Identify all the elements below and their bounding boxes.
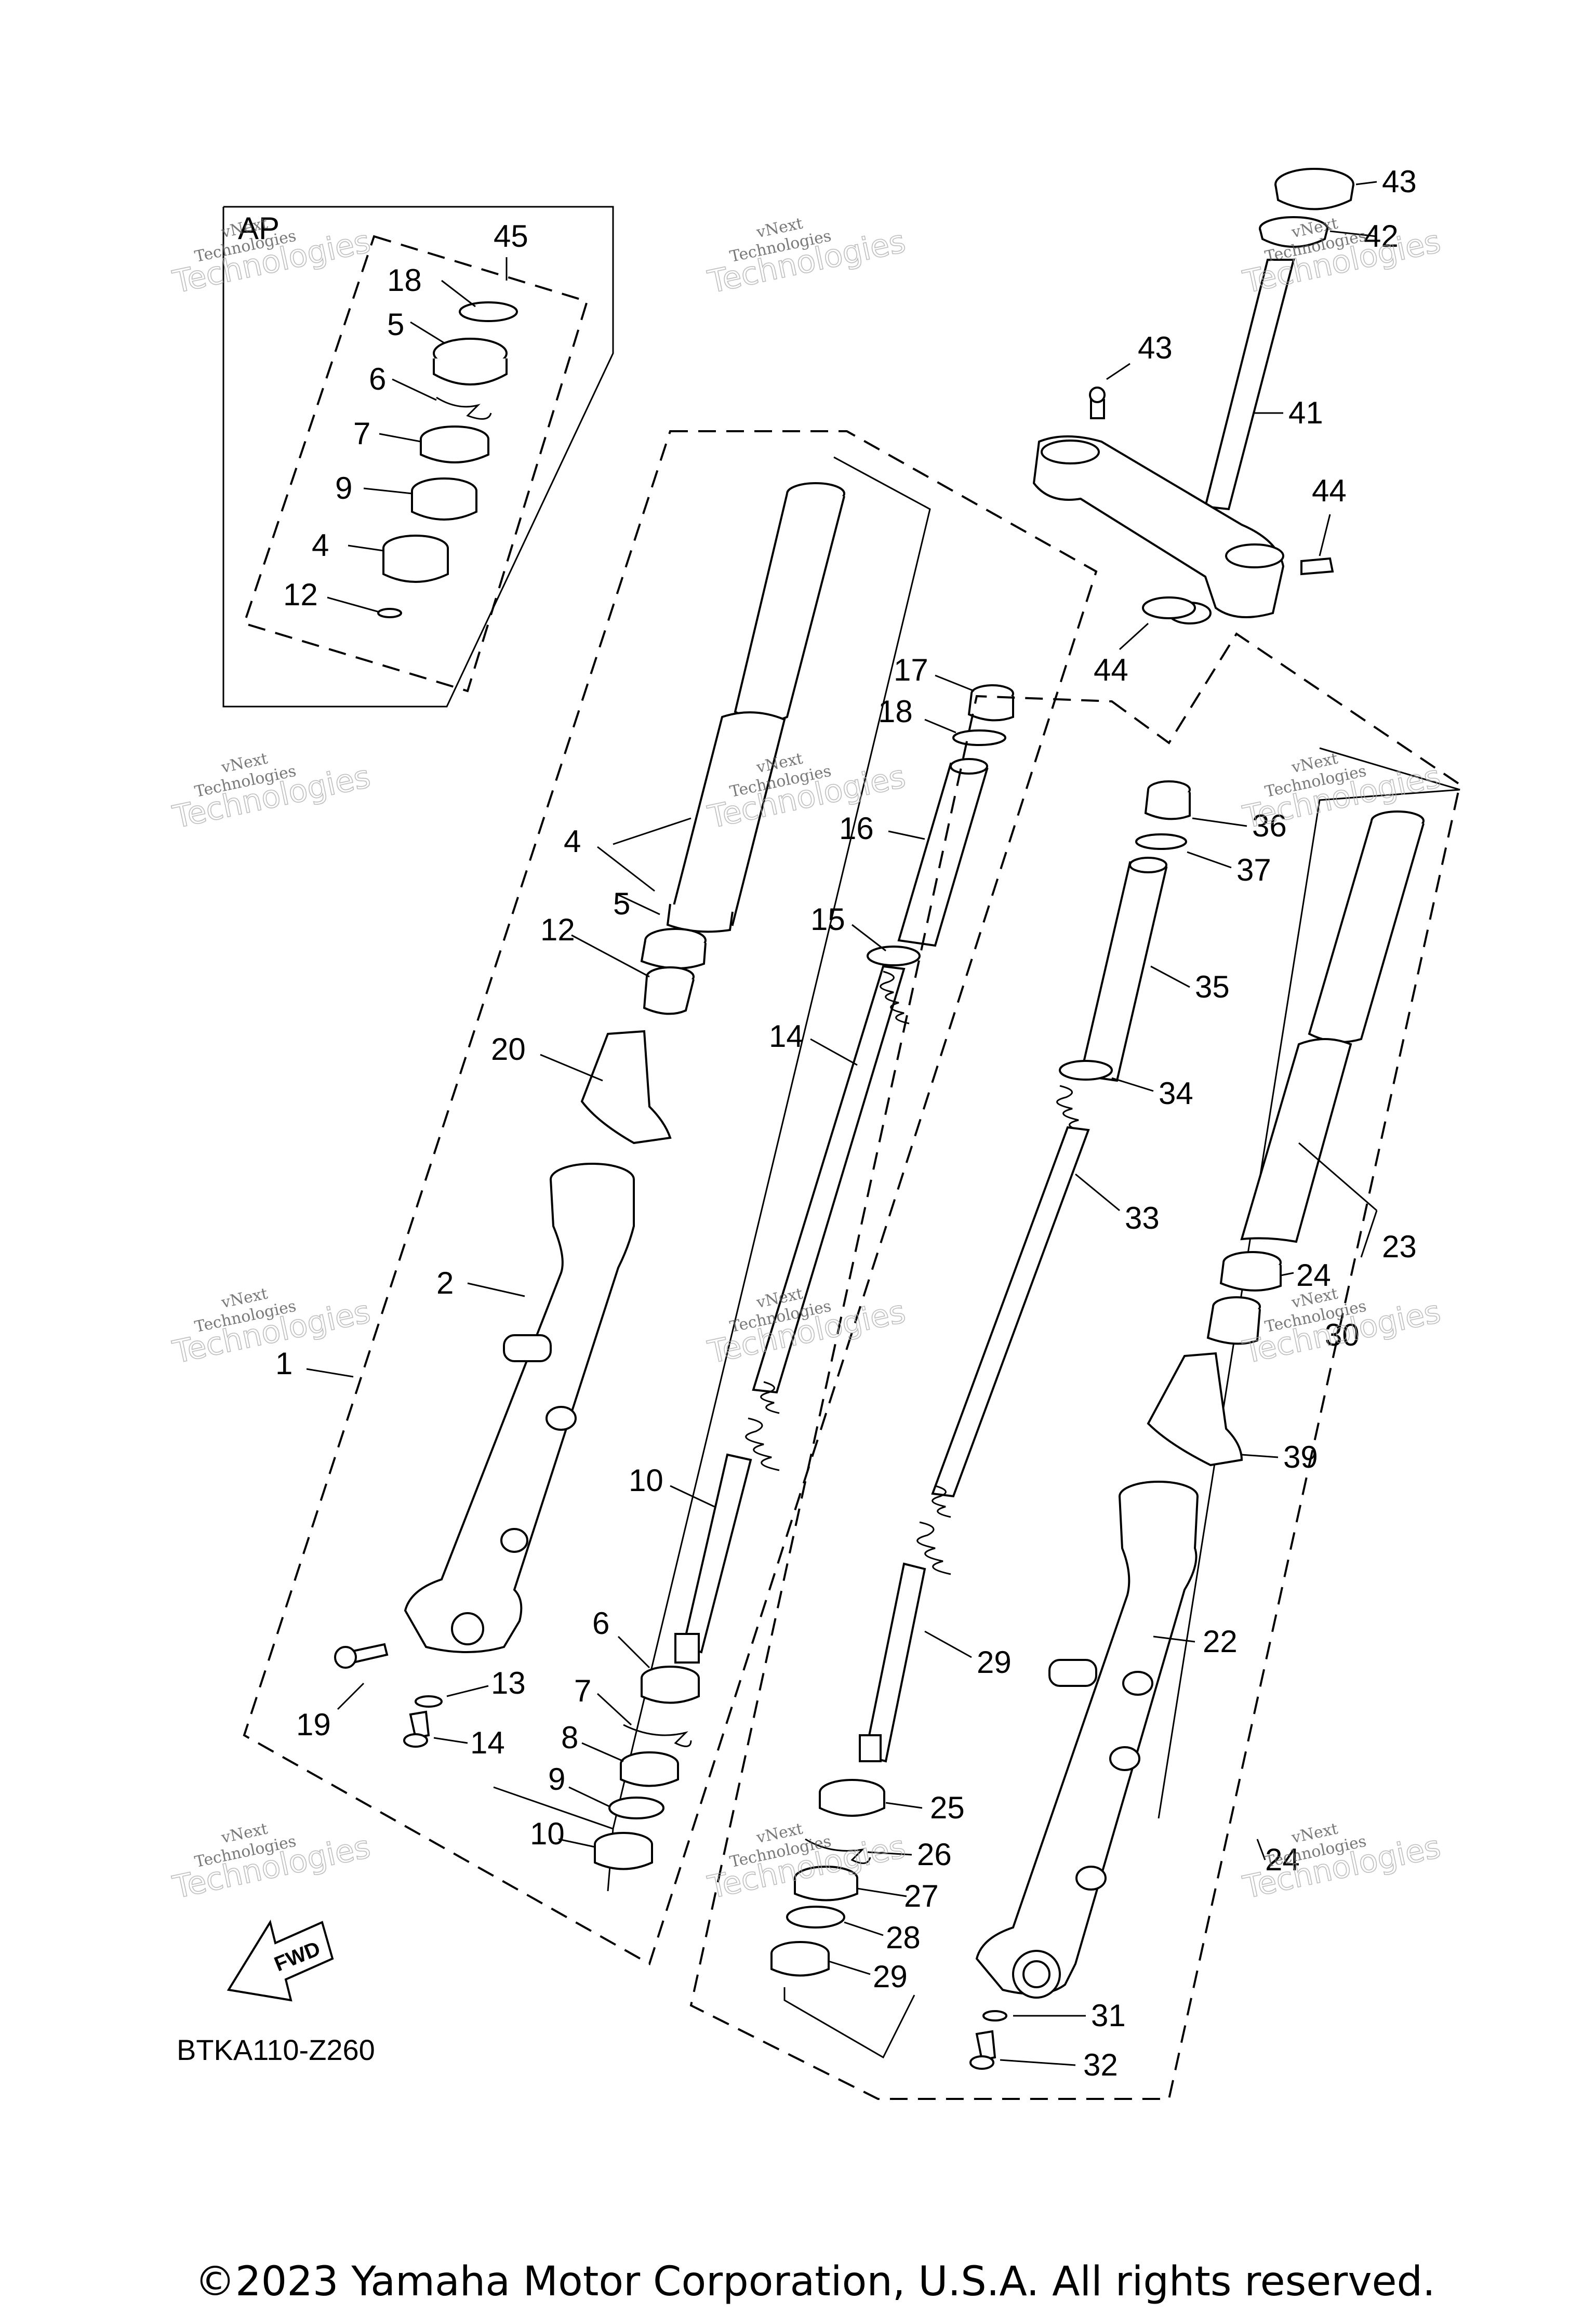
callout-40: 41 [1288,395,1323,430]
callout-16: 16 [839,811,874,846]
o-ring-part [459,301,518,322]
callout-41: 42 [1364,219,1399,254]
callout-35: 34 [1159,1076,1193,1111]
callout-4: 4 [312,528,329,563]
callout-30: 29 [977,1645,1012,1680]
left-fork-outline [243,430,1098,1965]
slide-bushing-body [382,548,449,583]
washer-body [420,439,489,463]
fork-guard-left [580,1030,672,1145]
drain-bolt-33 [975,2030,996,2062]
left-inner-tube [640,482,845,1015]
inset-frame [222,206,614,708]
callout-44: 44 [1094,653,1128,687]
callout-43b: 44 [1312,473,1347,508]
right-outer-tube [975,1481,1199,1999]
inset-ap-group: AP 45 18 5 6 7 9 4 12 [222,206,614,708]
o-ring-18 [952,729,1006,746]
inset-dashed-outline [243,235,589,693]
callout-36: 35 [1195,969,1230,1004]
callout-7b: 8 [561,1720,578,1755]
callout-45: 45 [494,219,528,254]
callout-19: 19 [296,1707,331,1742]
callout-9: 9 [335,471,352,506]
callout-10: 10 [629,1463,663,1498]
callout-14: 14 [769,1019,804,1054]
callout-34: 33 [1125,1201,1160,1235]
left-seal-stack [594,1666,700,1870]
callout-42: 43 [1382,164,1417,199]
spacer-36 [1079,861,1168,1082]
callout-22: 22 [1203,1624,1238,1659]
left-outer-tube [404,1163,635,1653]
callout-32: 31 [1091,1998,1126,2033]
cap-44 [1142,596,1196,619]
copyright-notice: ©2023 Yamaha Motor Corporation, U.S.A. A… [195,2258,1435,2305]
damper-group-bracket [493,456,931,1830]
callout-6b: 7 [574,1673,591,1708]
callout-28: 28 [886,1920,921,1955]
callout-37: 36 [1252,808,1287,843]
callout-2: 2 [436,1266,454,1300]
callout-12: 12 [283,577,318,612]
inset-label: AP [238,211,280,246]
callout-11: 12 [540,912,575,947]
callout-39: 39 [1283,1440,1318,1474]
fork-guard-right [1147,1352,1243,1467]
callout-18b: 18 [878,694,913,729]
callout-7: 7 [353,416,370,451]
callout-18: 18 [387,263,422,298]
callout-8: 9 [548,1762,565,1797]
callout-24b: 24 [1265,1842,1300,1877]
gasket-part [377,608,402,618]
right-fork-outline [689,632,1461,2100]
right-inner-tube [1206,810,1425,1345]
callout-43: 43 [1138,330,1173,365]
bushing-body [411,491,477,521]
spring-seat-15 [867,946,921,966]
callout-4b: 5 [613,886,630,921]
oil-seal-body [433,358,508,385]
callout-29: 29 [873,1959,908,1994]
callout-27: 27 [904,1879,939,1913]
callout-33: 32 [1083,2047,1118,2082]
callout-5b: 6 [592,1606,609,1641]
callout-12b: 13 [491,1666,526,1700]
gasket-32 [982,2010,1007,2022]
callout-17: 17 [894,653,928,687]
callout-13: 14 [470,1725,505,1760]
callout-6: 6 [369,362,386,396]
callout-3: 4 [564,824,581,859]
clip-part [436,396,492,420]
right-seal-stack [770,1779,885,1977]
o-ring-38 [1135,833,1187,850]
callout-25: 25 [930,1790,965,1825]
left-damper-rod [674,965,910,1664]
callout-9b: 10 [530,1816,565,1851]
callout-23: 23 [1382,1229,1417,1264]
diagram-code: BTKA110-Z260 [177,2033,375,2066]
right-damper-rod [859,1085,1090,1763]
callout-15: 15 [810,902,845,937]
callout-1: 1 [275,1346,292,1381]
drain-bolt-13 [409,1710,430,1739]
steering-stem-assembly [1032,168,1354,624]
callout-26: 26 [917,1837,952,1872]
callout-38: 37 [1236,853,1271,887]
callout-5: 5 [387,307,404,342]
forward-direction-arrow: FWD [227,1919,334,2002]
callout-31: 30 [1325,1318,1360,1352]
callout-24: 24 [1296,1258,1331,1293]
gasket-12 [415,1695,443,1708]
spring-seat-35 [1059,1060,1113,1081]
callout-20: 20 [491,1032,526,1067]
